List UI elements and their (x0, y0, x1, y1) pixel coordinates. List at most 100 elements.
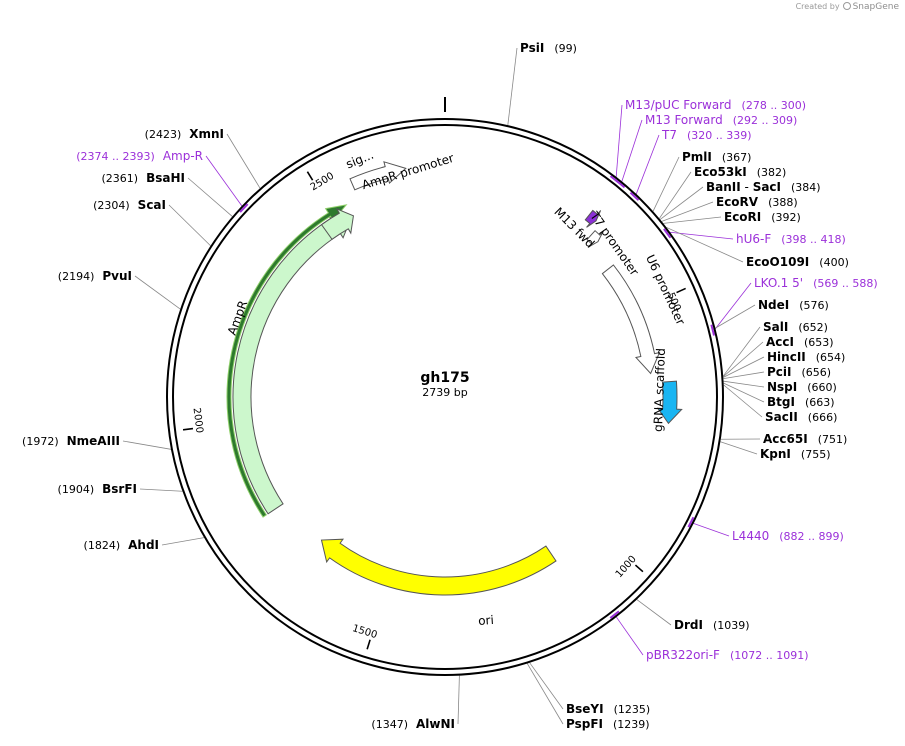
site-position: (755) (801, 448, 831, 461)
leader-line (692, 522, 730, 537)
site-name: BseYI (566, 702, 604, 716)
enzyme-label-ecoo109i: EcoO109I(400) (746, 255, 849, 269)
site-position: (2374 .. 2393) (76, 150, 155, 163)
leader-line (122, 440, 172, 450)
enzyme-label-ecorv: EcoRV(388) (716, 195, 798, 209)
site-name: SacII (765, 410, 798, 424)
tick-mark (182, 427, 194, 431)
site-name: PciI (767, 365, 792, 379)
site-name: KpnI (760, 447, 791, 461)
site-position: (2361) (102, 172, 139, 185)
enzyme-label-xmni: (2423) XmnI (145, 127, 224, 141)
site-name: XmnI (189, 127, 224, 141)
feature-ampr-promoter (349, 161, 407, 191)
primer-mark (629, 191, 640, 201)
tick-label: 1000 (614, 554, 639, 580)
site-position: (1347) (371, 718, 408, 731)
site-name: LKO.1 5' (754, 276, 803, 290)
feature-label-grna-scaffold: gRNA scaffold (651, 348, 668, 432)
tick-mark (366, 639, 371, 650)
site-position: (1972) (22, 435, 59, 448)
site-name: ScaI (138, 198, 166, 212)
enzyme-label-psii: PsiI(99) (520, 41, 577, 55)
leader-line (526, 663, 564, 725)
site-name: AhdI (128, 538, 159, 552)
backbone-inner (172, 124, 718, 670)
leader-line (635, 134, 660, 196)
tick-mark (306, 171, 314, 181)
leader-line (661, 201, 714, 222)
enzyme-label-nspi: NspI(660) (767, 380, 837, 394)
site-position: (1904) (58, 483, 95, 496)
enzyme-label-kpni: KpnI (755) (760, 447, 831, 461)
feature-sig-peptide (320, 207, 354, 240)
site-position: (882 .. 899) (779, 530, 844, 543)
backbone-outer (166, 118, 724, 676)
leader-line (134, 275, 181, 310)
leader-line (187, 177, 233, 217)
enzyme-label-ahdi: (1824) AhdI (84, 538, 159, 552)
leader-line (723, 356, 765, 378)
leader-line (723, 380, 765, 388)
site-position: (2423) (145, 128, 182, 141)
enzyme-label-pcii: PciI(656) (767, 365, 831, 379)
site-name: BsaHI (146, 171, 185, 185)
leader-line (659, 171, 692, 219)
site-name: AccI (766, 335, 794, 349)
leader-line (615, 616, 644, 656)
site-position: (660) (807, 381, 837, 394)
site-position: (1039) (713, 619, 750, 632)
enzyme-label-sali: SalI(652) (763, 320, 828, 334)
primer-label-m13-puc-forward: M13/pUC Forward(278 .. 300) (625, 98, 806, 112)
site-name: PspFI (566, 717, 603, 731)
primer-mark (710, 324, 716, 336)
primer-label-hu6-f: hU6-F(398 .. 418) (736, 232, 846, 246)
leader-line (621, 119, 643, 183)
site-position: (2304) (93, 199, 130, 212)
leader-line (615, 104, 623, 178)
plasmid-name: gh175 (420, 370, 469, 386)
leader-line (666, 227, 744, 263)
leader-line (507, 47, 518, 126)
site-position: (663) (805, 396, 835, 409)
primer-mark (663, 228, 672, 239)
site-position: (576) (799, 299, 829, 312)
site-position: (666) (808, 411, 838, 424)
feature-label-sig-peptide: sig... (344, 148, 376, 172)
primer-label-m13-forward: M13 Forward(292 .. 309) (645, 113, 797, 127)
primer-label-pbr322ori-f: pBR322ori-F(1072 .. 1091) (646, 648, 809, 662)
leader-line (205, 155, 243, 207)
leader-line (226, 133, 261, 189)
leader-line (529, 662, 564, 710)
site-position: (320 .. 339) (687, 129, 752, 142)
site-name: BtgI (767, 395, 795, 409)
site-name: HincII (767, 350, 806, 364)
site-name: PvuI (102, 269, 132, 283)
enzyme-label-eco53ki: Eco53kI(382) (694, 165, 786, 179)
tick-mark (634, 564, 644, 573)
site-name: BsrFI (102, 482, 137, 496)
site-position: (400) (819, 256, 849, 269)
leader-line (659, 186, 704, 220)
site-position: (382) (757, 166, 787, 179)
tick-label: 2500 (309, 171, 336, 194)
feature-grna-scaffold (656, 380, 683, 425)
site-position: (653) (804, 336, 834, 349)
site-position: (1235) (614, 703, 651, 716)
site-position: (1824) (84, 539, 121, 552)
enzyme-label-pspfi: PspFI(1239) (566, 717, 650, 731)
site-position: (398 .. 418) (781, 233, 846, 246)
leader-line (723, 384, 763, 418)
feature-ori (320, 538, 557, 596)
plasmid-size: 2739 bp (422, 386, 467, 399)
leader-line (720, 441, 758, 455)
enzyme-label-acc65i: Acc65I(751) (763, 432, 847, 446)
snapgene-logo-icon (842, 2, 851, 10)
leader-line (723, 371, 765, 380)
leader-line (652, 156, 680, 212)
tick-label: 2000 (191, 407, 205, 434)
site-name: L4440 (732, 529, 769, 543)
enzyme-label-acci: AccI (653) (766, 335, 834, 349)
